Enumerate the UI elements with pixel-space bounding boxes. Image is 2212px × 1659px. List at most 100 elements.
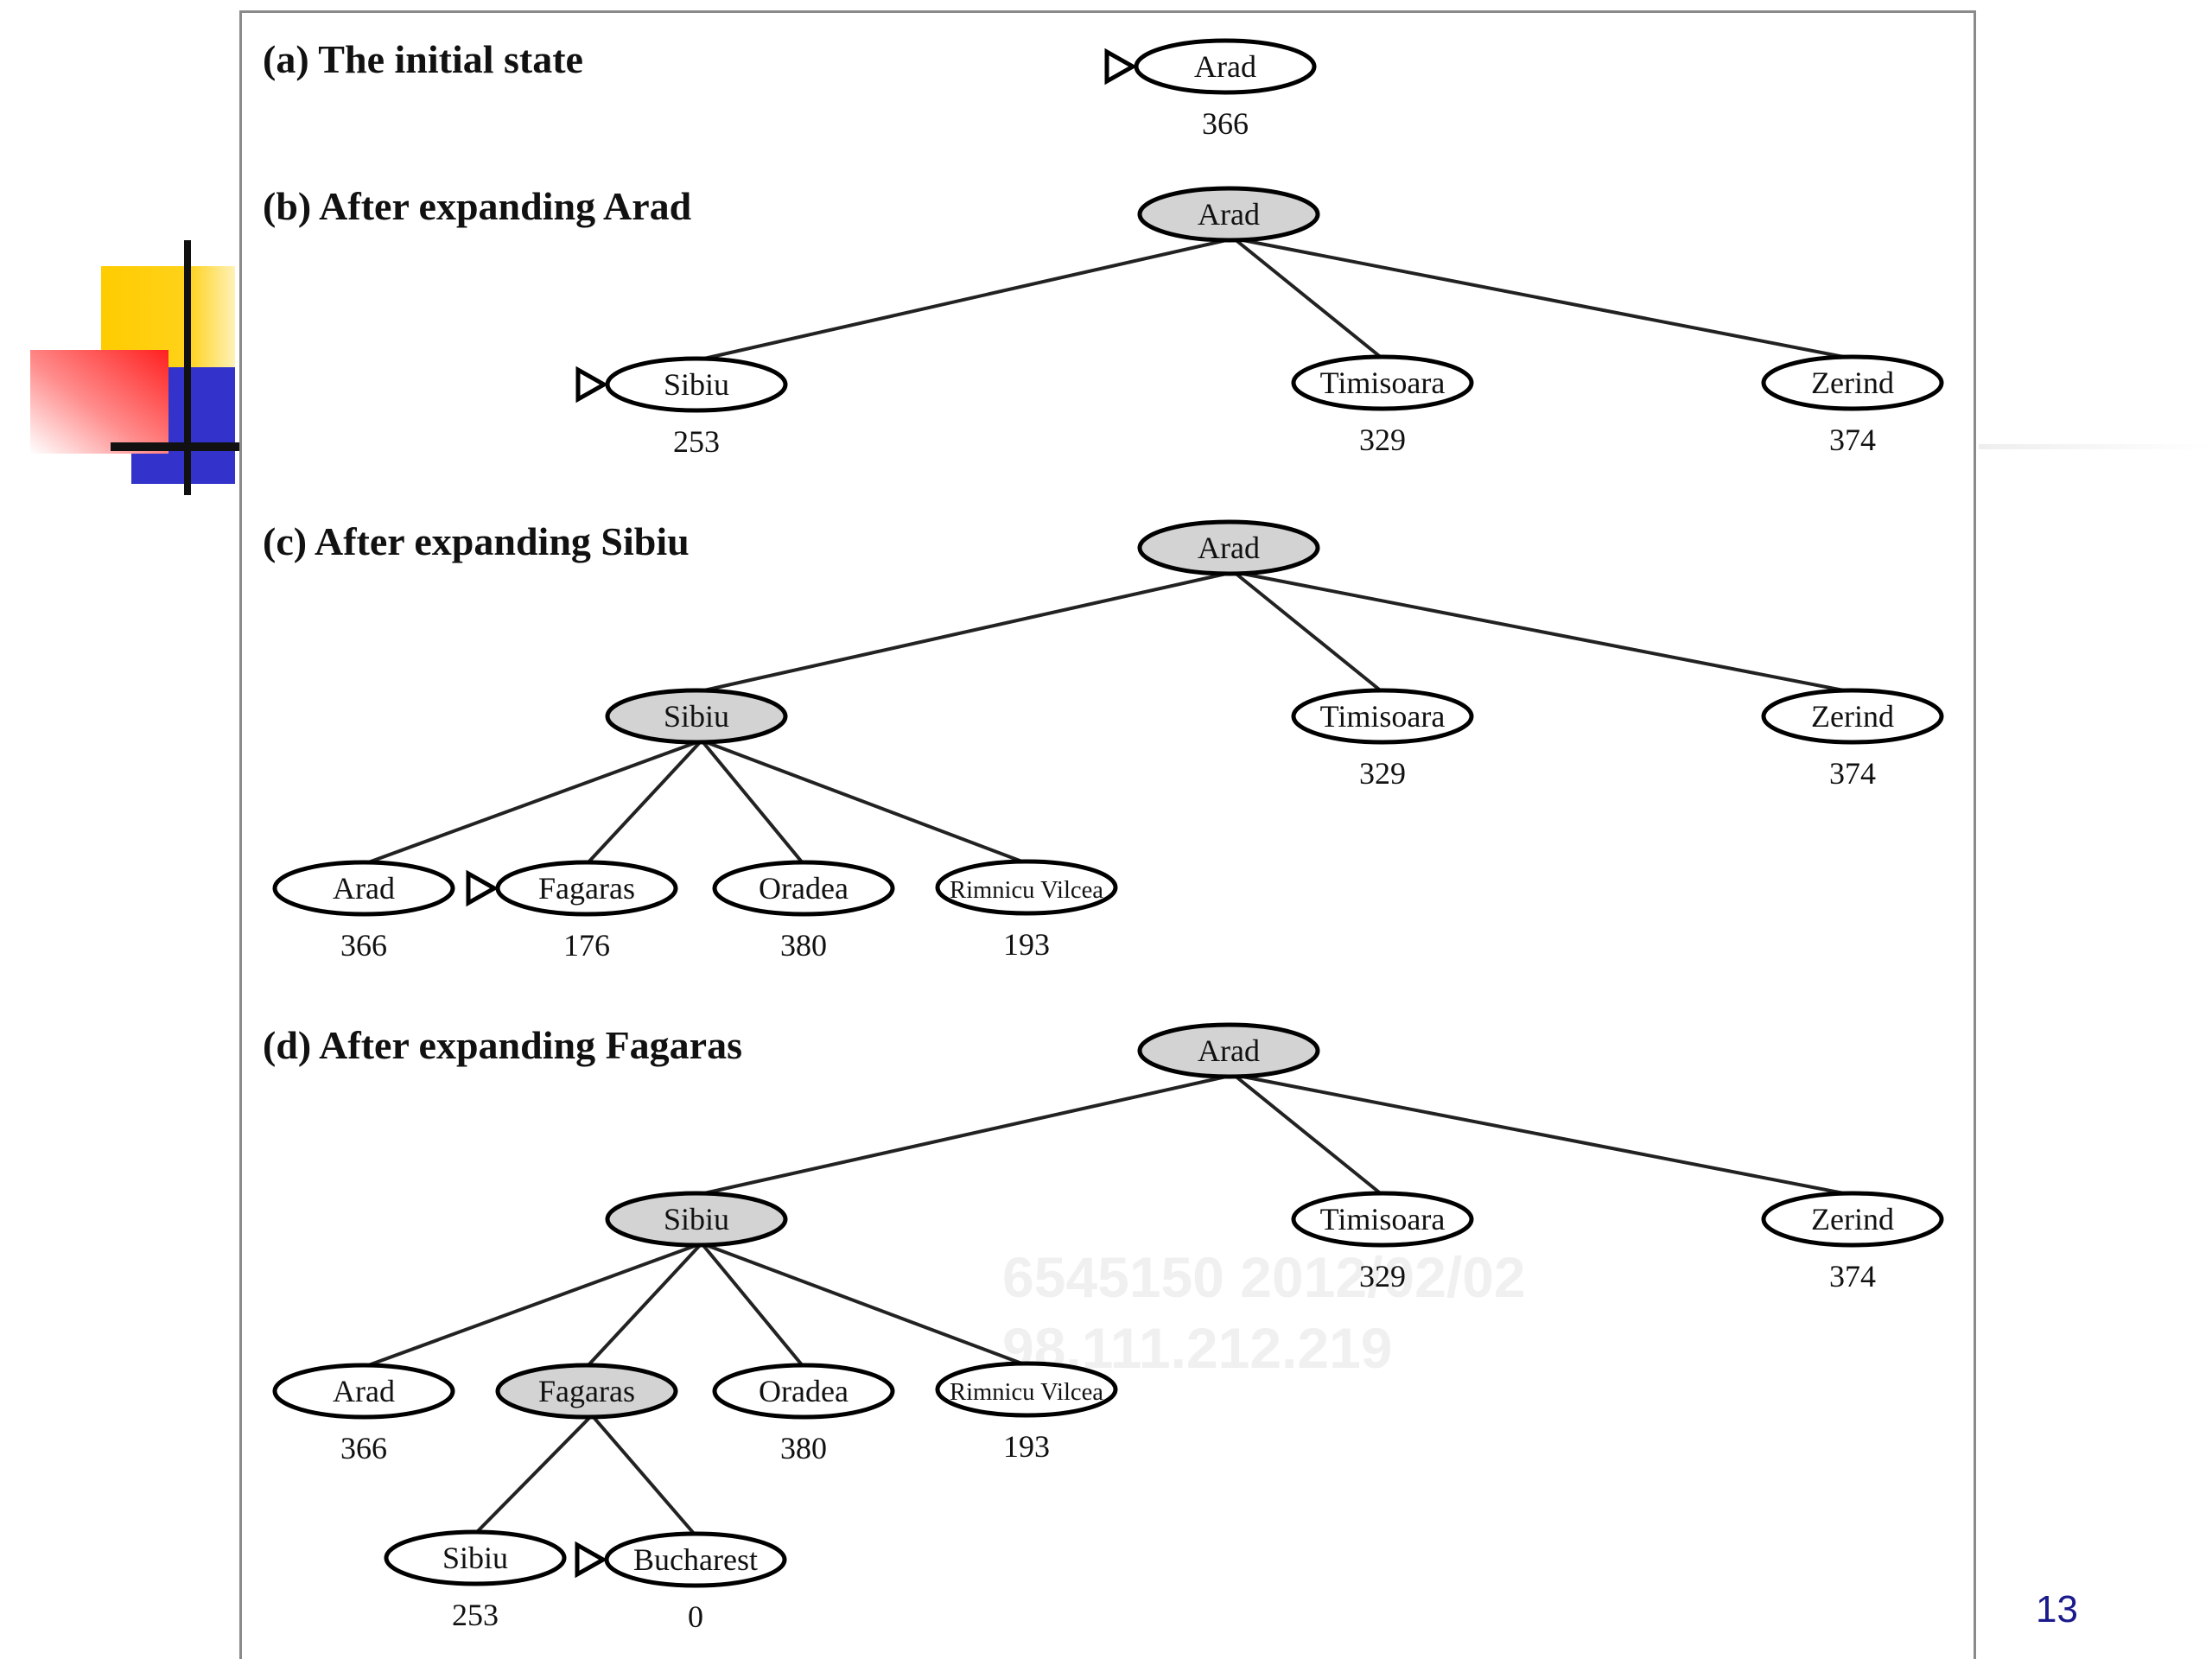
node-label: Timisoara [1320, 1202, 1446, 1236]
node-d-zerind: Zerind 374 [1761, 1191, 1944, 1294]
node-ellipse [1137, 519, 1320, 576]
node-ellipse [1291, 688, 1474, 745]
node-ellipse [605, 1191, 788, 1248]
node-heuristic-value: 176 [563, 928, 610, 963]
edge-c-sibiu-to-c-rimnicu [701, 739, 1027, 865]
node-heuristic-value: 329 [1359, 423, 1406, 457]
node-c-timisoara: Timisoara 329 [1291, 688, 1474, 791]
node-heuristic-value: 380 [780, 1431, 827, 1465]
node-ellipse [384, 1529, 567, 1586]
node-label: Rimnicu Vilcea [950, 1378, 1103, 1406]
node-heuristic-value: 329 [1359, 1259, 1406, 1294]
node-label: Bucharest [633, 1542, 758, 1577]
node-label: Arad [333, 871, 395, 906]
node-label: Zerind [1811, 365, 1894, 400]
node-label: Sibiu [664, 1202, 729, 1236]
node-heuristic-value: 374 [1829, 423, 1876, 457]
cross-horizontal-line [111, 442, 240, 451]
slide-number: 13 [2036, 1588, 2078, 1630]
panel-c-title: (c) After expanding Sibiu [263, 519, 690, 563]
node-c-sibiu: Sibiu [605, 688, 788, 745]
edge-b-arad-to-b-zerind [1233, 237, 1853, 360]
node-a-arad: Arad 366 [1104, 38, 1317, 141]
node-d-arad: Arad [1137, 1022, 1320, 1079]
node-ellipse [1291, 354, 1474, 411]
edge-c-sibiu-to-c-oradea [700, 739, 805, 866]
node-label: Arad [1198, 197, 1260, 232]
node-label: Sibiu [664, 699, 729, 734]
node-label: Zerind [1811, 1202, 1894, 1236]
nodes-layer: Arad366AradSibiu253Timisoara329Zerind374… [272, 38, 1944, 1634]
node-heuristic-value: 329 [1359, 756, 1406, 791]
node-label: Timisoara [1320, 365, 1446, 400]
next-expansion-marker-icon [575, 1541, 608, 1579]
node-ellipse [712, 1363, 895, 1420]
node-label: Sibiu [664, 367, 729, 402]
node-label: Sibiu [442, 1541, 508, 1575]
node-heuristic-value: 253 [673, 424, 720, 459]
node-ellipse [1137, 186, 1320, 243]
node-heuristic-value: 374 [1829, 1259, 1876, 1294]
edge-d-arad-to-d-sibiu [696, 1073, 1235, 1197]
edge-d-sibiu-to-d-rimnicu [701, 1242, 1027, 1367]
node-d-sibiu2: Sibiu 253 [384, 1529, 567, 1632]
node-ellipse [1137, 1022, 1320, 1079]
node-heuristic-value: 193 [1003, 927, 1050, 962]
node-ellipse [605, 688, 788, 745]
node-ellipse [1761, 1191, 1944, 1248]
node-heuristic-value: 380 [780, 928, 827, 963]
node-label: Arad [1194, 49, 1256, 84]
node-heuristic-value: 253 [452, 1598, 499, 1632]
node-heuristic-value: 366 [340, 928, 387, 963]
edge-c-arad-to-c-zerind [1233, 570, 1853, 694]
node-ellipse [495, 1363, 678, 1420]
node-b-zerind: Zerind 374 [1761, 354, 1944, 457]
node-d-bucharest: Bucharest 0 [575, 1531, 787, 1634]
node-ellipse [1761, 688, 1944, 745]
watermark-line-1: 6545150 2012/02/02 [1002, 1245, 1526, 1309]
cross-vertical-line [184, 240, 191, 495]
edges-layer [363, 237, 1853, 1537]
edge-c-sibiu-to-c-fagaras [585, 739, 703, 866]
edge-c-arad-to-c-timisoara [1232, 570, 1384, 694]
node-d-timisoara: Timisoara 329 [1291, 1191, 1474, 1294]
node-label: Timisoara [1320, 699, 1446, 734]
node-heuristic-value: 0 [688, 1599, 703, 1634]
node-b-arad: Arad [1137, 186, 1320, 243]
node-heuristic-value: 366 [1202, 106, 1249, 141]
node-d-oradea: Oradea 380 [712, 1363, 895, 1465]
edge-c-sibiu-to-c-arad2 [363, 739, 702, 866]
next-expansion-marker-icon [1104, 48, 1138, 86]
faint-divider [1979, 444, 2212, 449]
node-heuristic-value: 193 [1003, 1429, 1050, 1464]
node-label: Fagaras [538, 871, 635, 906]
next-expansion-marker-icon [466, 869, 499, 907]
edge-d-fagaras-to-d-bucharest [590, 1414, 697, 1537]
node-label: Rimnicu Vilcea [950, 876, 1103, 904]
node-d-rimnicu: Rimnicu Vilcea 193 [935, 1361, 1118, 1464]
node-ellipse [935, 1361, 1118, 1418]
node-heuristic-value: 374 [1829, 756, 1876, 791]
node-ellipse [272, 860, 455, 917]
node-label: Oradea [759, 871, 849, 906]
node-c-rimnicu: Rimnicu Vilcea 193 [935, 859, 1118, 962]
node-c-arad: Arad [1137, 519, 1320, 576]
node-label: Zerind [1811, 699, 1894, 734]
node-ellipse [272, 1363, 455, 1420]
edge-b-arad-to-b-timisoara [1232, 237, 1384, 360]
node-heuristic-value: 366 [340, 1431, 387, 1465]
slide-decoration [30, 240, 240, 495]
panel-d-title: (d) After expanding Fagaras [263, 1023, 742, 1067]
node-c-fagaras: Fagaras 176 [466, 860, 678, 963]
node-label: Fagaras [538, 1374, 635, 1408]
node-label: Arad [1198, 1033, 1260, 1068]
node-b-timisoara: Timisoara 329 [1291, 354, 1474, 457]
node-c-oradea: Oradea 380 [712, 860, 895, 963]
node-label: Oradea [759, 1374, 849, 1408]
panel-b-title: (b) After expanding Arad [263, 184, 692, 228]
red-square [30, 350, 168, 454]
node-b-sibiu: Sibiu 253 [575, 356, 788, 459]
node-c-arad2: Arad 366 [272, 860, 455, 963]
